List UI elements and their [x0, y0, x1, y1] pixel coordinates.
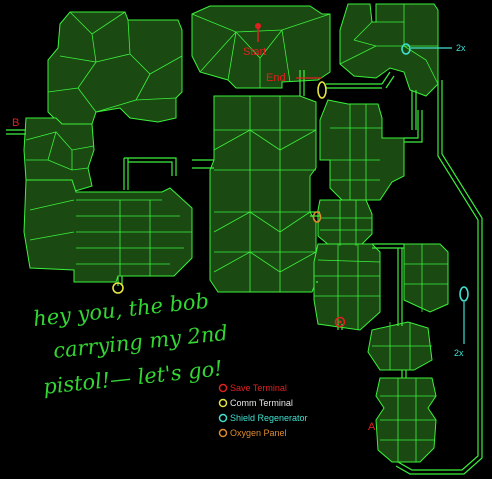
legend-item-shield-regenerator: Shield Regenerator — [218, 413, 308, 423]
legend-label-oxygen-panel: Oxygen Panel — [230, 428, 287, 438]
comm-terminal-swatch — [218, 398, 228, 408]
note-line-3: pistol!— let's go! — [42, 356, 224, 399]
comm-terminal-end — [317, 81, 327, 99]
room-north-start — [191, 5, 331, 89]
shield-multiplier-top-label: 2x — [456, 43, 466, 53]
room-west-b — [23, 117, 95, 193]
shield-regenerator-right — [459, 286, 469, 302]
save-terminal-dot — [338, 320, 342, 324]
room-northwest — [47, 11, 183, 125]
map-rooms — [23, 3, 449, 463]
legend-label-comm-terminal: Comm Terminal — [230, 398, 293, 408]
room-southwest-hall — [23, 179, 193, 283]
legend-label-shield-regenerator: Shield Regenerator — [230, 413, 308, 423]
legend-item-oxygen-panel: Oxygen Panel — [218, 428, 287, 438]
save-terminal-marker — [334, 316, 346, 328]
shield-regenerator-top — [401, 43, 411, 55]
handwritten-note: hey you, the bob carrying my 2nd pistol!… — [32, 289, 229, 399]
entrance-b-label: B — [12, 117, 19, 129]
map-inner-walls — [25, 4, 448, 462]
oxygen-panel-swatch — [218, 428, 228, 438]
map-labels: Start End B A 2x 2x — [12, 43, 466, 433]
comm-terminal-southwest — [112, 282, 124, 294]
shield-multiplier-right-label: 2x — [454, 348, 464, 358]
note-line-2: carrying my 2nd — [52, 321, 229, 363]
legend-label-save-terminal: Save Terminal — [230, 383, 287, 393]
room-northeast — [339, 3, 439, 97]
entrance-a-label: A — [368, 421, 376, 433]
shield-regenerator-swatch — [218, 413, 228, 423]
legend-item-comm-terminal: Comm Terminal — [218, 398, 293, 408]
room-southeast-save — [313, 243, 381, 331]
end-label: End — [266, 72, 286, 84]
room-east-terminal — [403, 243, 449, 313]
legend: Save Terminal Comm Terminal Shield Regen… — [218, 383, 308, 438]
room-center-east — [319, 99, 405, 201]
room-central-column — [209, 95, 317, 293]
map-markers — [112, 23, 469, 344]
oxygen-panel-marker — [312, 211, 322, 223]
start-label: Start — [243, 46, 266, 58]
legend-item-save-terminal: Save Terminal — [218, 383, 287, 393]
save-terminal-swatch — [218, 383, 228, 393]
room-east-oxygen — [317, 199, 373, 247]
